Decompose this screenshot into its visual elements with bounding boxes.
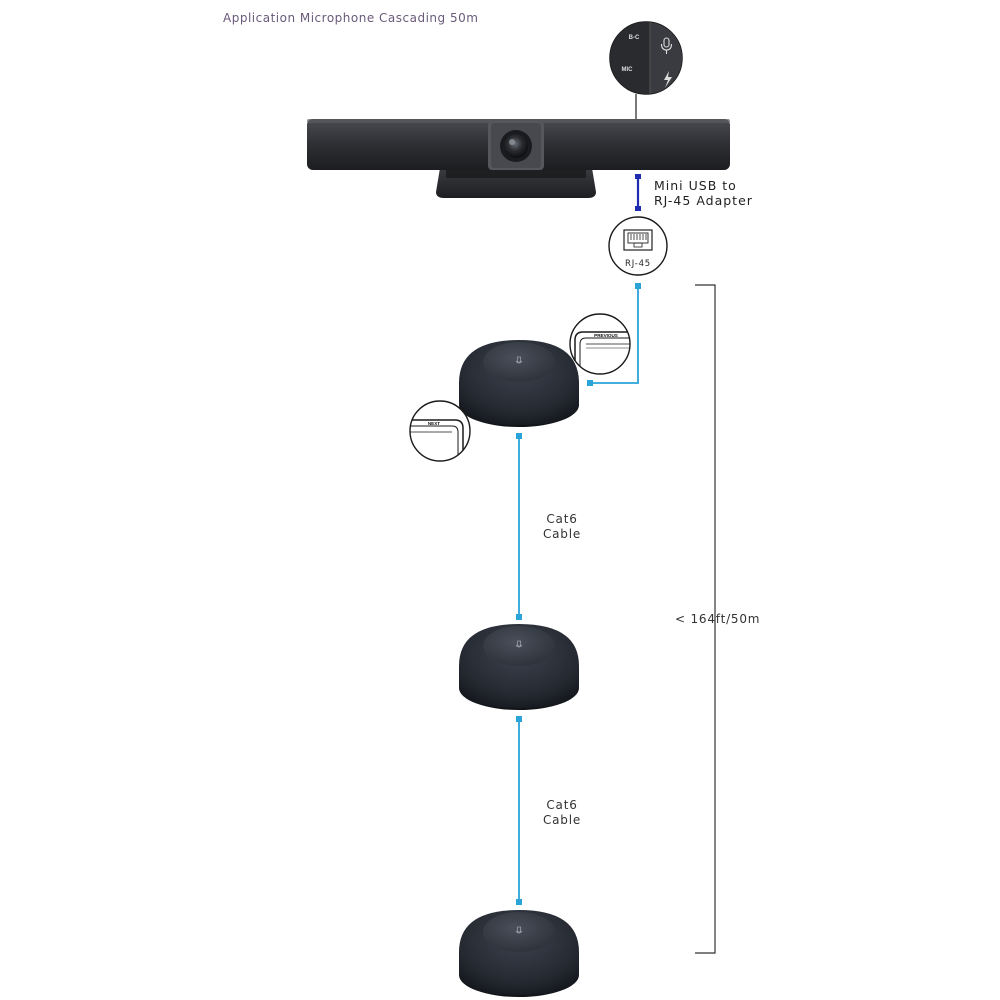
- cable-connector: [635, 283, 641, 289]
- cable-label-2-line-2: Cable: [542, 813, 582, 827]
- microphone-puck-2: [459, 624, 579, 710]
- port-label-usb-c: B-C: [629, 35, 640, 41]
- adapter-label: Mini USB to RJ-45 Adapter: [654, 178, 753, 208]
- previous-port-callout: PREVIOUS: [569, 313, 631, 375]
- cable-label-2: Cat6 Cable: [532, 798, 592, 828]
- cable-label-1-line-1: Cat6: [546, 512, 578, 526]
- mute-icon: [515, 356, 523, 364]
- mute-icon: [515, 640, 523, 648]
- cable-rj45-to-mic1: [590, 286, 639, 384]
- adapter-label-line-1: Mini USB to: [654, 178, 737, 193]
- cable-label-2-line-1: Cat6: [546, 798, 578, 812]
- rj45-port-icon: [623, 229, 653, 251]
- previous-port-label: PREVIOUS: [594, 333, 618, 338]
- cat6-cable-1: [516, 433, 522, 620]
- rj45-label: RJ-45: [625, 259, 651, 269]
- lightning-icon: [664, 71, 672, 88]
- cat6-cable-2: [516, 716, 522, 905]
- cable-label-1: Cat6 Cable: [532, 512, 592, 542]
- next-port-callout: NEXT: [409, 400, 471, 462]
- microphone-puck-3: [459, 910, 579, 997]
- diagram-title: Application Microphone Cascading 50m: [223, 11, 479, 25]
- distance-bracket: [695, 284, 716, 954]
- microphone-icon: [660, 37, 673, 54]
- mute-icon: [515, 926, 523, 934]
- adapter-cable: [635, 174, 641, 211]
- distance-label: < 164ft/50m: [675, 612, 761, 626]
- cable-connector: [587, 380, 593, 386]
- rj45-adapter: RJ-45: [608, 216, 668, 276]
- cable-label-1-line-2: Cable: [542, 527, 582, 541]
- adapter-label-line-2: RJ-45 Adapter: [654, 193, 753, 208]
- next-port-label: NEXT: [428, 421, 440, 426]
- video-soundbar: [307, 94, 730, 198]
- microphone-puck-1: [459, 340, 579, 427]
- port-label-mic: MIC: [622, 67, 634, 73]
- soundbar-port-magnifier: B-C MIC: [609, 21, 683, 95]
